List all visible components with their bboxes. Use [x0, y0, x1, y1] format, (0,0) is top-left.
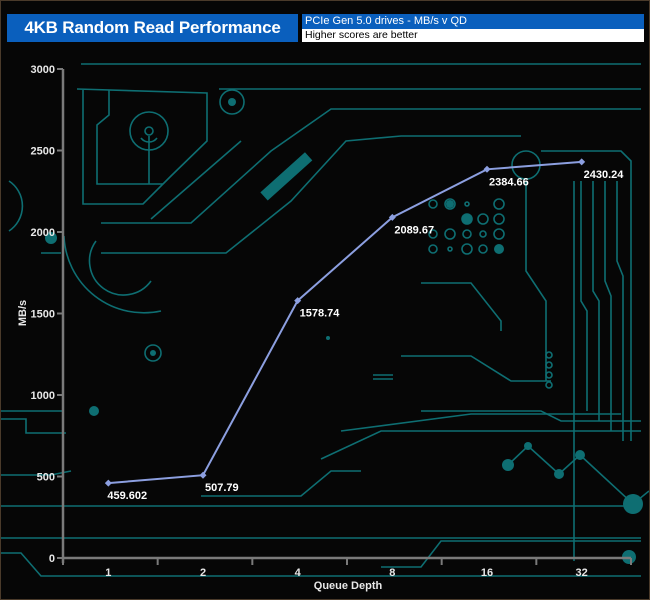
data-label: 459.602 — [107, 490, 147, 502]
data-point — [388, 213, 396, 221]
data-point — [578, 158, 586, 166]
y-tick-label: 2500 — [31, 146, 55, 158]
series-line — [108, 160, 582, 485]
data-label: 507.79 — [205, 482, 239, 494]
data-point — [104, 479, 112, 487]
chart-note: Higher scores are better — [300, 29, 644, 42]
x-axis: 1 2 4 8 16 32 — [62, 556, 632, 579]
x-tick-label: 16 — [481, 567, 493, 579]
x-tick-label: 1 — [105, 567, 111, 579]
y-tick-label: 500 — [37, 472, 55, 484]
data-point — [199, 471, 207, 479]
series-mbps: 459.602 507.79 1578.74 2089.67 2384.66 2430.2… — [104, 158, 625, 502]
x-tick-label: 32 — [576, 567, 588, 579]
y-tick-label: 1500 — [31, 309, 55, 321]
y-tick-label: 1000 — [31, 390, 55, 402]
y-tick-label: 0 — [49, 553, 55, 565]
data-label: 1578.74 — [300, 308, 341, 320]
data-label: 2430.24 — [584, 169, 625, 181]
x-axis-title: Queue Depth — [314, 580, 383, 592]
y-axis-title: MB/s — [17, 300, 29, 326]
data-point — [294, 297, 302, 305]
data-label: 2089.67 — [394, 224, 434, 236]
y-tick-label: 2000 — [31, 227, 55, 239]
chart-subtitle: PCIe Gen 5.0 drives - MB/s v QD — [300, 14, 644, 29]
x-tick-label: 4 — [295, 567, 302, 579]
chart-title: 4KB Random Read Performance — [7, 14, 298, 42]
data-label: 2384.66 — [489, 176, 529, 188]
x-tick-label: 2 — [200, 567, 206, 579]
data-point — [483, 165, 491, 173]
y-tick-label: 3000 — [31, 64, 55, 76]
x-tick-label: 8 — [389, 567, 395, 579]
y-axis: 0 500 1000 1500 2000 2500 3000 — [31, 64, 65, 565]
chart-subtitle-box: PCIe Gen 5.0 drives - MB/s v QD Higher s… — [300, 14, 644, 43]
